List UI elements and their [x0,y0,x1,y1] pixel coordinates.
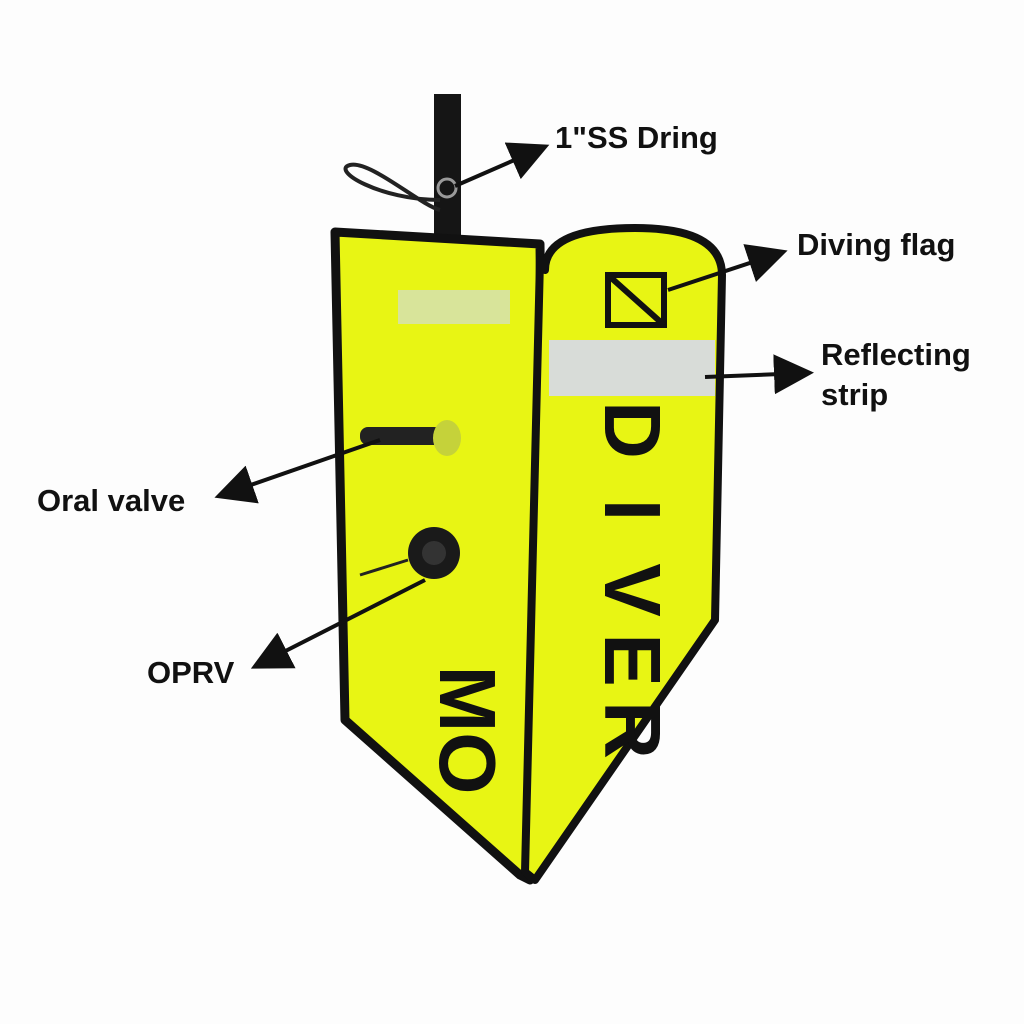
diver-letter: E [588,633,677,686]
label-reflecting-strip-line1: Reflecting [821,337,971,372]
arrow-oprv [250,578,426,669]
arrow-oral-valve [214,438,381,504]
diver-letter: V [588,563,677,616]
arrow-reflecting-strip [704,354,814,395]
diving-flag-icon [605,272,667,328]
label-reflecting-strip: Reflecting strip [821,335,971,415]
label-reflecting-strip-line2: strip [821,377,889,412]
top-strap [434,94,461,244]
label-diving-flag: Diving flag [797,227,956,262]
lanyard-loop [343,162,441,212]
arrow-dring [454,142,550,188]
label-dring: 1"SS Dring [555,120,718,155]
label-oral-valve: Oral valve [37,483,186,518]
oral-valve [360,427,442,445]
d-ring [436,177,458,199]
diver-letter: R [588,701,677,759]
diver-letter: D [588,401,677,459]
reflective-strip [549,340,715,396]
left-panel-lettering: MO [423,666,512,795]
arrow-diving-flag [667,244,788,292]
label-oprv: OPRV [147,655,235,690]
diver-letter: I [588,499,677,521]
velcro-patch [398,290,510,324]
